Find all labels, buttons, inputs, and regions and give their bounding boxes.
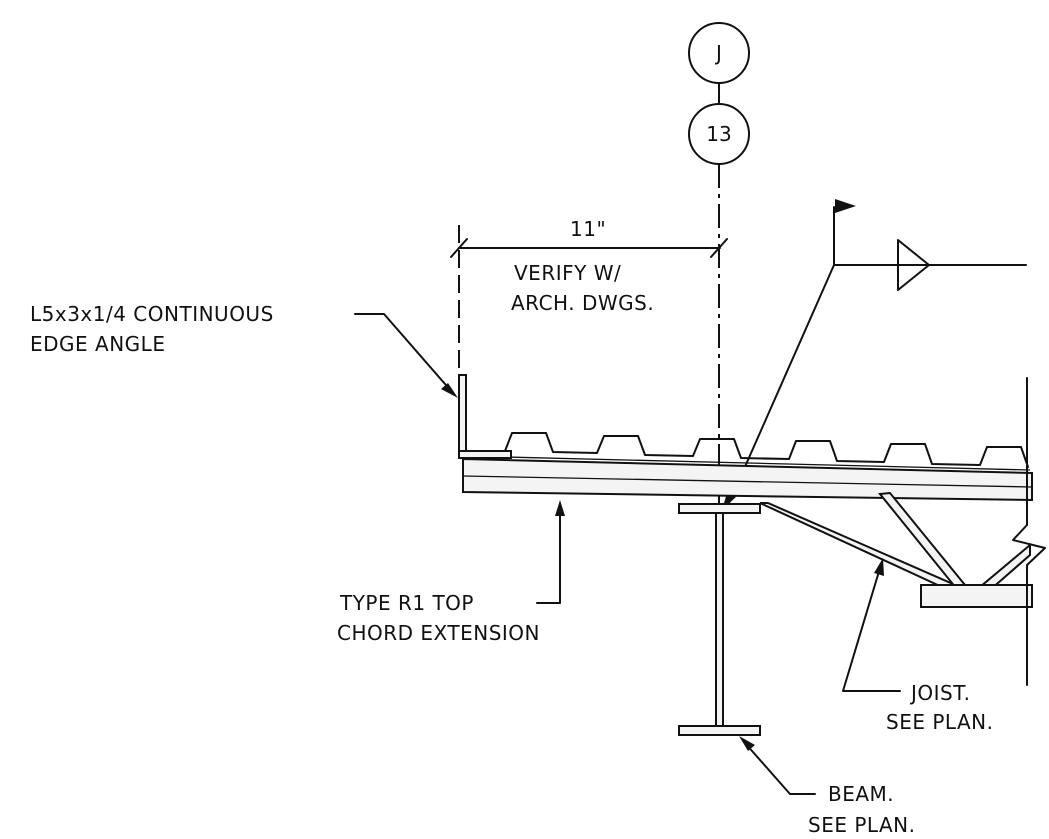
joist-label-line2: SEE PLAN. bbox=[886, 710, 994, 734]
beam-section bbox=[678, 503, 761, 736]
field-weld-flag-icon bbox=[835, 199, 856, 213]
callout-beam: BEAM. SEE PLAN. bbox=[739, 736, 916, 837]
dimension-note-line1: VERIFY W/ bbox=[514, 261, 621, 285]
beam-web bbox=[715, 512, 724, 727]
joist-label-line1: JOIST. bbox=[909, 681, 970, 705]
metal-deck-profile bbox=[465, 432, 1029, 468]
top-chord-extension bbox=[462, 457, 1033, 502]
grid-number-text: 13 bbox=[706, 122, 731, 146]
top-chord-inner-line bbox=[462, 475, 1033, 488]
callout-chord-extension: TYPE R1 TOP CHORD EXTENSION bbox=[337, 500, 565, 645]
beam-arrowhead-icon bbox=[739, 736, 755, 751]
chord-label-line1: TYPE R1 TOP bbox=[339, 591, 474, 615]
chord-label-line2: CHORD EXTENSION bbox=[337, 621, 540, 645]
beam-label-line2: SEE PLAN. bbox=[808, 813, 916, 837]
fillet-weld-icon bbox=[897, 239, 930, 291]
edge-angle-shape bbox=[458, 374, 512, 459]
grid-bubble-number: 13 bbox=[688, 103, 750, 165]
edge-angle-label-line2: EDGE ANGLE bbox=[30, 332, 165, 356]
grid-bubble-letter: J bbox=[688, 22, 750, 84]
joist-bottom-chord bbox=[920, 584, 1033, 608]
edge-angle-leader bbox=[354, 313, 453, 393]
grid-letter-text: J bbox=[714, 41, 722, 65]
dimension-11-inch: 11" VERIFY W/ ARCH. DWGS. bbox=[450, 217, 728, 372]
beam-leader bbox=[744, 742, 816, 795]
deck-bottom-line bbox=[465, 455, 1031, 471]
beam-top-flange bbox=[678, 503, 761, 514]
dimension-tick-left bbox=[450, 238, 468, 258]
beam-label-line1: BEAM. bbox=[828, 782, 894, 806]
dimension-value: 11" bbox=[570, 217, 606, 241]
chord-arrowhead-icon bbox=[555, 500, 565, 516]
joist-webs bbox=[759, 491, 1031, 595]
dimension-note-line2: ARCH. DWGS. bbox=[511, 291, 654, 315]
edge-angle-arrowhead-icon bbox=[441, 383, 458, 398]
chord-leader bbox=[536, 509, 561, 604]
joist-leader bbox=[842, 567, 901, 692]
edge-angle-label-line1: L5x3x1/4 CONTINUOUS bbox=[30, 302, 274, 326]
callout-joist: JOIST. SEE PLAN. bbox=[842, 558, 994, 734]
wall-break-line bbox=[1012, 377, 1046, 686]
dimension-tick-right bbox=[710, 238, 728, 258]
beam-bottom-flange bbox=[678, 725, 761, 736]
callout-edge-angle: L5x3x1/4 CONTINUOUS EDGE ANGLE bbox=[30, 302, 458, 398]
joist-arrowhead-icon bbox=[874, 558, 884, 576]
